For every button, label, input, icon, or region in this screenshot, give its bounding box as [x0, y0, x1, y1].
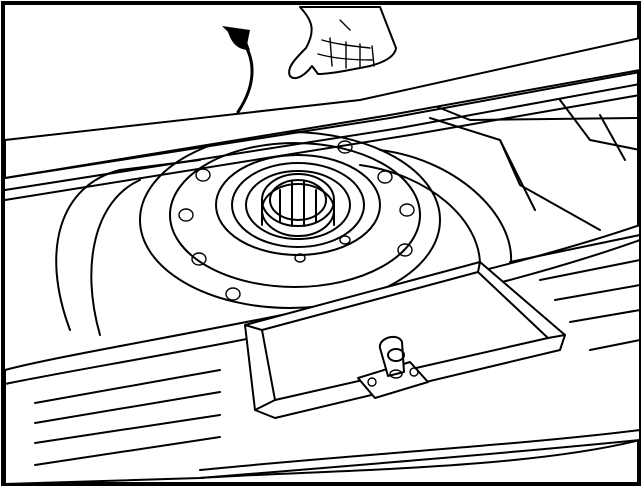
up-arrow-icon	[222, 26, 254, 114]
latch-bracket	[357, 335, 429, 399]
trunk-floor-panel	[4, 37, 641, 201]
wheel-bolt-holes	[178, 140, 415, 301]
hand-icon	[288, 6, 397, 80]
wheel-hub	[215, 154, 381, 256]
latch-recess	[244, 261, 566, 419]
